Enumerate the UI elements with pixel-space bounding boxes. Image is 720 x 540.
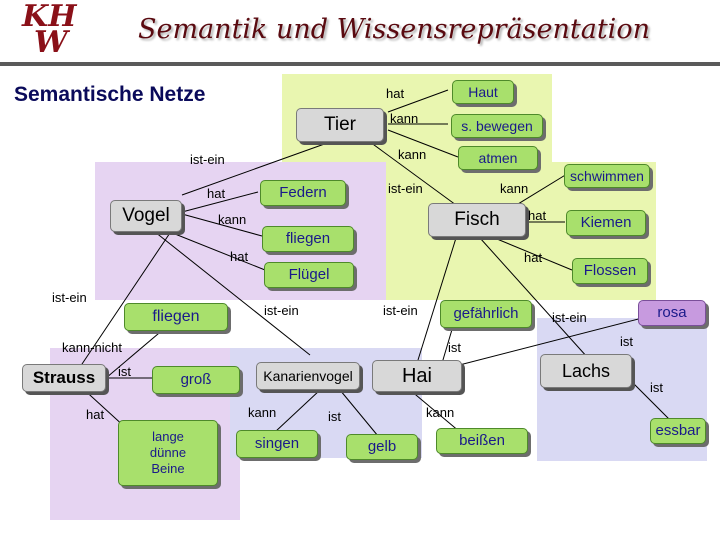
node-federn: Federn <box>260 180 346 206</box>
label-fisch-hat-2: hat <box>524 250 543 265</box>
label-strauss-ist: ist <box>118 364 131 379</box>
node-kanarienvogel: Kanarienvogel <box>256 362 360 390</box>
label-tier-hat: hat <box>386 86 405 101</box>
node-fliegen: fliegen <box>124 303 228 331</box>
label-tier-kann-2: kann <box>398 147 427 162</box>
node-tier: Tier <box>296 108 384 142</box>
label-fisch-ist-ein: ist-ein <box>388 181 423 196</box>
node-vogel: Vogel <box>110 200 182 232</box>
logo-text-line2: W <box>34 25 68 60</box>
label-kanarienvogel-kann: kann <box>248 405 277 420</box>
node-flossen: Flossen <box>572 258 648 284</box>
slide-title: Semantische Netze <box>14 83 206 106</box>
node-beissen: beißen <box>436 428 528 454</box>
label-lachs-ist-2: ist <box>650 380 663 395</box>
node-atmen: atmen <box>458 146 538 170</box>
label-fisch-kann: kann <box>500 181 529 196</box>
label-strauss-ist-ein: ist-ein <box>52 290 87 305</box>
node-fliegen-vogel: fliegen <box>262 226 354 252</box>
node-schwimmen: schwimmen <box>564 164 650 188</box>
label-tier-kann-1: kann <box>390 111 419 126</box>
node-kiemen: Kiemen <box>566 210 646 236</box>
header-divider <box>0 62 720 66</box>
label-lachs-ist-1: ist <box>620 334 633 349</box>
node-singen: singen <box>236 430 318 458</box>
node-lachs: Lachs <box>540 354 632 388</box>
label-fisch-hat-1: hat <box>528 208 547 223</box>
course-title: Semantik und Wissensrepräsentation <box>138 14 650 45</box>
label-hai-ist-ein: ist-ein <box>383 303 418 318</box>
label-vogel-hat-1: hat <box>207 186 226 201</box>
node-lange-duenne-beine: lange dünne Beine <box>118 420 218 486</box>
node-gross: groß <box>152 366 240 394</box>
node-haut: Haut <box>452 80 514 104</box>
label-kanarienvogel-ist: ist <box>328 409 341 424</box>
node-rosa: rosa <box>638 300 706 326</box>
label-hai-ist: ist <box>448 340 461 355</box>
node-s-bewegen: s. bewegen <box>451 114 543 138</box>
node-fluegel: Flügel <box>264 262 354 288</box>
label-vogel-ist-ein: ist-ein <box>190 152 225 167</box>
logo-text-line1: KH <box>22 0 77 34</box>
label-vogel-kann: kann <box>218 212 247 227</box>
label-lachs-ist-ein: ist-ein <box>552 310 587 325</box>
label-hai-kann: kann <box>426 405 455 420</box>
label-strauss-hat: hat <box>86 407 105 422</box>
node-hai: Hai <box>372 360 462 392</box>
slide-header: KH W Semantik und Wissensrepräsentation <box>0 0 720 66</box>
node-strauss: Strauss <box>22 364 106 392</box>
node-fisch: Fisch <box>428 203 526 237</box>
node-essbar: essbar <box>650 418 706 444</box>
label-kanarienvogel-ist-ein: ist-ein <box>264 303 299 318</box>
label-strauss-kann-nicht: kann-nicht <box>62 340 122 355</box>
label-vogel-hat-2: hat <box>230 249 249 264</box>
khw-logo: KH W <box>18 2 98 62</box>
node-gelb: gelb <box>346 434 418 460</box>
node-gefaehrlich: gefährlich <box>440 300 532 328</box>
